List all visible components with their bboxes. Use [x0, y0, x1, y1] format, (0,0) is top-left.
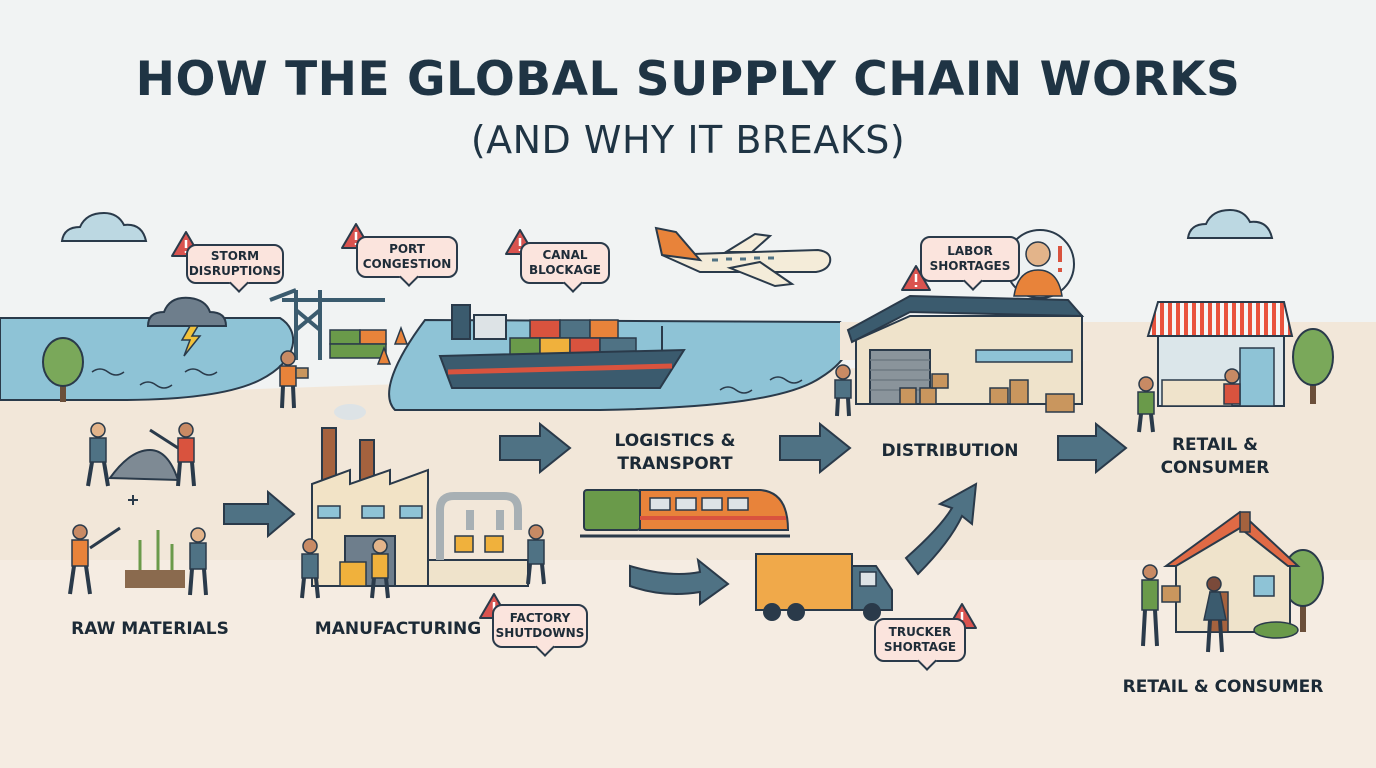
stage-label-raw-materials: RAW MATERIALS [71, 619, 229, 639]
stage-label-distribution: DISTRIBUTION [881, 441, 1019, 461]
storefront-icon [1137, 301, 1294, 433]
truck-icon [755, 553, 893, 621]
tree-icon [1292, 328, 1334, 404]
stage-label-retail: RETAIL & CONSUMER [1160, 435, 1270, 478]
house-icon [1141, 510, 1301, 653]
worker-icon [86, 422, 196, 487]
ground [0, 350, 1376, 768]
airplane-icon [654, 226, 832, 288]
flow-arrow-icon [904, 482, 978, 576]
flow-arrow-icon [779, 421, 852, 475]
storm-cloud-icon [146, 296, 228, 357]
flow-arrow-icon [1057, 421, 1128, 475]
cargo-ship-icon [438, 304, 686, 389]
worker-icon [68, 495, 208, 596]
train-icon [580, 489, 790, 538]
cloud-icon [1186, 208, 1274, 239]
cloud-icon [60, 211, 148, 242]
stage-label-manufacturing: MANUFACTURING [314, 619, 482, 639]
page-subtitle: (AND WHY IT BREAKS) [470, 118, 906, 162]
page-title: HOW THE GLOBAL SUPPLY CHAIN WORKS [135, 52, 1241, 107]
factory-icon [300, 404, 546, 599]
tree-icon [42, 337, 84, 402]
warehouse-icon [834, 294, 1085, 417]
stage-label-retail-consumer: RETAIL & CONSUMER [1122, 677, 1324, 697]
flow-arrow-icon [629, 557, 730, 606]
flow-arrow-icon [499, 421, 572, 475]
crane-icon [269, 288, 409, 365]
flow-arrow-icon [223, 489, 296, 539]
worker-icon [279, 350, 309, 409]
stage-label-logistics: LOGISTICS & TRANSPORT [614, 431, 736, 474]
